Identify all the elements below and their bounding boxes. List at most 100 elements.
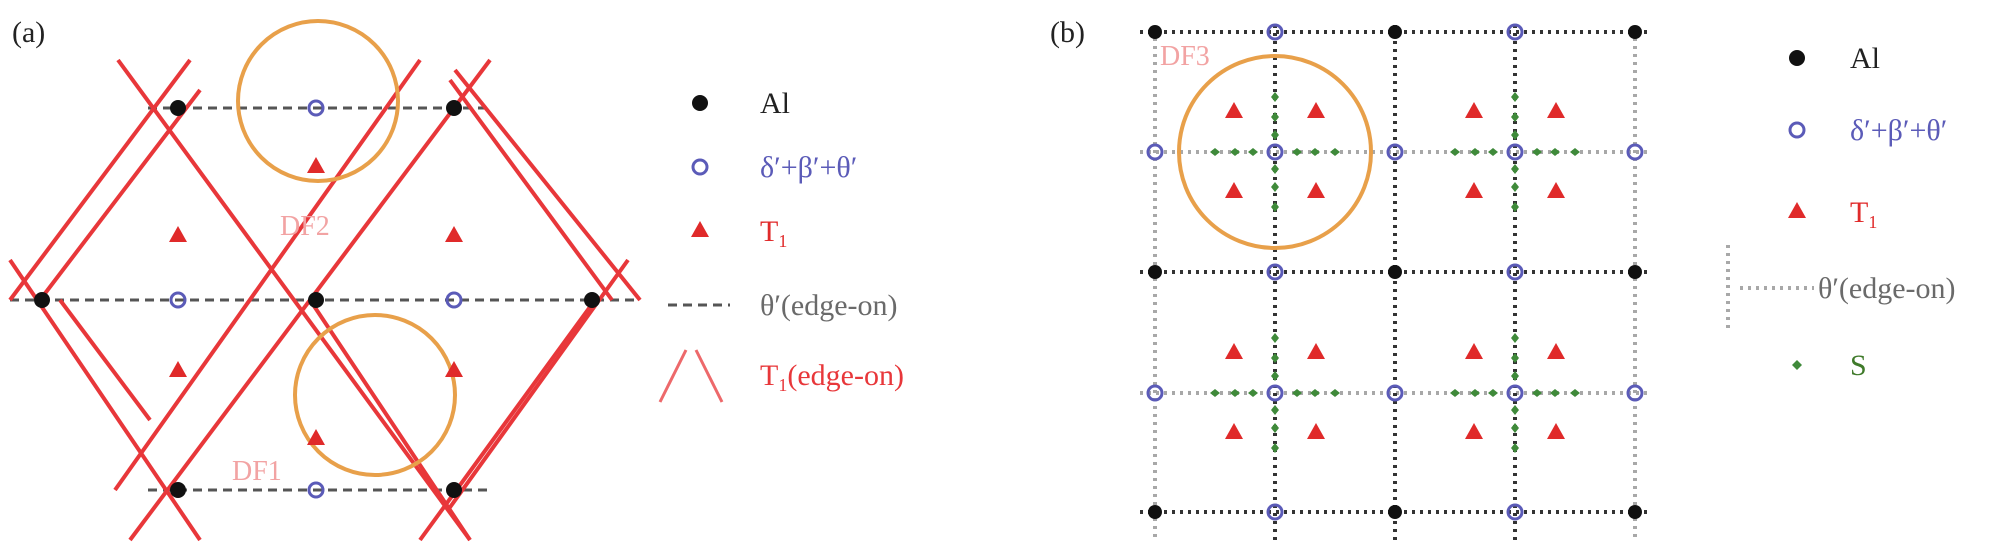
t1-spot	[1307, 102, 1325, 118]
legend-b-delta-marker	[1788, 121, 1806, 139]
al-spot	[1148, 505, 1162, 519]
df1-circle	[293, 313, 457, 477]
t1-edge-line	[448, 78, 614, 302]
legend-b-al-label: Al	[1850, 42, 1880, 75]
al-spot	[1388, 25, 1402, 39]
legend-b-t1-marker	[1788, 202, 1806, 218]
s-spot	[1292, 148, 1302, 156]
s-spot	[1532, 389, 1542, 397]
legend-a-t1-edge-stroke	[658, 349, 688, 403]
delta-ring-spot	[445, 291, 463, 309]
s-spot	[1511, 164, 1519, 174]
s-spot	[1511, 443, 1519, 453]
al-spot	[1388, 265, 1402, 279]
al-spot	[1628, 505, 1642, 519]
df3-label: DF3	[1160, 41, 1210, 72]
legend-a-al-label: Al	[760, 87, 790, 120]
t1-spots	[169, 157, 463, 445]
delta-ring-spot	[1266, 503, 1284, 521]
s-spot	[1488, 148, 1498, 156]
legend-a-t1-label: T1	[760, 215, 787, 251]
s-spot	[1570, 148, 1580, 156]
s-spot	[1271, 333, 1279, 343]
t1-spot	[1547, 182, 1565, 198]
t1-spot	[1225, 182, 1243, 198]
legend-a-t1-edge-label: T1(edge-on)	[760, 359, 904, 395]
al-spot	[446, 482, 462, 498]
t1-spot	[1547, 343, 1565, 359]
s-spot	[1511, 423, 1519, 433]
t1-spot	[1307, 423, 1325, 439]
t1-spot	[1465, 182, 1483, 198]
delta-ring-spot	[307, 481, 325, 499]
delta-ring-spot	[1626, 384, 1644, 402]
t1-spot	[1465, 343, 1483, 359]
s-spot	[1230, 148, 1240, 156]
delta-ring-spot	[1266, 143, 1284, 161]
s-spot	[1550, 148, 1560, 156]
al-spot	[170, 100, 186, 116]
s-spot	[1248, 148, 1258, 156]
delta-ring-spot	[1506, 23, 1524, 41]
s-spots	[1210, 92, 1580, 453]
s-spot	[1271, 423, 1279, 433]
t1-edge-line	[113, 58, 422, 492]
s-spot	[1511, 202, 1519, 212]
t1-spot	[169, 361, 187, 377]
s-spot	[1511, 353, 1519, 363]
t1-edge-line	[58, 298, 152, 422]
t1-spot	[1547, 423, 1565, 439]
al-spot	[1148, 25, 1162, 39]
legend-b-al-marker	[1789, 50, 1805, 66]
s-spot	[1550, 389, 1560, 397]
s-spot	[1271, 164, 1279, 174]
delta-ring-spot	[1506, 384, 1524, 402]
delta-ring-spot	[1506, 503, 1524, 521]
s-spot	[1230, 389, 1240, 397]
delta-ring-spot	[1386, 143, 1404, 161]
legend-b-s-label: S	[1850, 349, 1867, 382]
al-spot	[1388, 505, 1402, 519]
s-spot	[1330, 389, 1340, 397]
t1-spot	[1547, 102, 1565, 118]
t1-spot	[1465, 102, 1483, 118]
s-spot	[1470, 389, 1480, 397]
legend-a-theta-label: θ′(edge-on)	[760, 289, 898, 322]
legend-a-delta-label: δ′+β′+θ′	[760, 151, 857, 184]
al-spots	[34, 100, 600, 498]
df1-label: DF1	[232, 456, 282, 487]
s-spot	[1271, 443, 1279, 453]
t1-spot	[1465, 423, 1483, 439]
delta-ring-spot	[1266, 263, 1284, 281]
s-spot	[1271, 130, 1279, 140]
s-spot	[1210, 389, 1220, 397]
s-spot	[1511, 130, 1519, 140]
df2-circle	[236, 19, 400, 183]
legend-a-t1-edge-stroke	[694, 349, 724, 403]
al-spot	[308, 292, 324, 308]
s-spot	[1271, 405, 1279, 415]
delta-ring-spot	[1506, 143, 1524, 161]
delta-ring-spots-b	[1146, 23, 1644, 521]
s-spot	[1271, 371, 1279, 381]
delta-ring-spots	[169, 99, 463, 499]
al-spot	[1148, 265, 1162, 279]
delta-ring-spot	[1266, 23, 1284, 41]
t1-spot	[445, 361, 463, 377]
t1-spot	[169, 226, 187, 242]
s-spot	[1330, 148, 1340, 156]
s-spot	[1511, 405, 1519, 415]
s-spot	[1292, 389, 1302, 397]
s-spot	[1470, 148, 1480, 156]
s-spot	[1511, 92, 1519, 102]
t1-spot	[1225, 343, 1243, 359]
t1-edge-line	[8, 58, 192, 302]
s-spot	[1271, 112, 1279, 122]
al-spot	[446, 100, 462, 116]
t1-spot	[1307, 343, 1325, 359]
delta-ring-spot	[1386, 384, 1404, 402]
al-spots-b	[1148, 25, 1642, 519]
delta-ring-spot	[307, 99, 325, 117]
s-spot	[1450, 148, 1460, 156]
